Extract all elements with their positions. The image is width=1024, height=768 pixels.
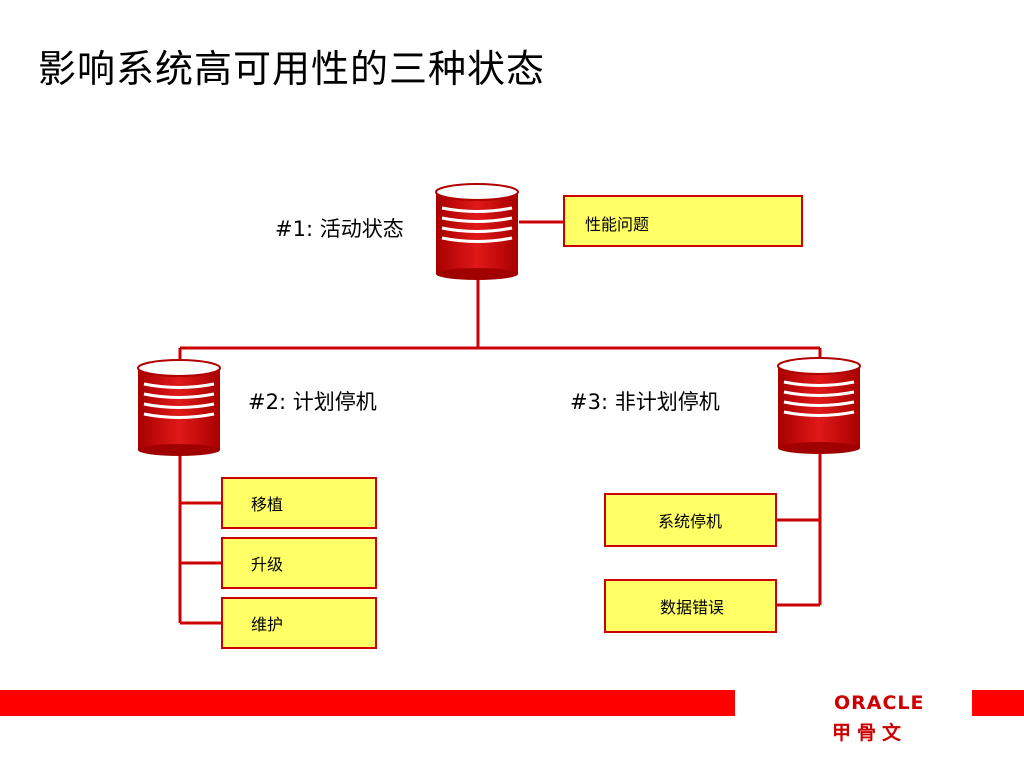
issue-box-system-down: 系统停机 (604, 493, 777, 547)
database-icon (777, 357, 861, 454)
state-label-active: #1: 活动状态 (275, 217, 404, 241)
issue-label-upgrade: 升级 (251, 555, 284, 574)
issue-box-upgrade: 升级 (221, 537, 377, 589)
issue-box-data-error: 数据错误 (604, 579, 777, 633)
database-icon (435, 183, 519, 280)
oracle-logo: ORACLE (834, 692, 925, 714)
issue-label-data-error: 数据错误 (660, 598, 725, 617)
issue-box-maintenance: 维护 (221, 597, 377, 649)
issue-box-performance: 性能问题 (563, 195, 803, 247)
footer-logo-area (735, 690, 972, 716)
state-label-unplanned: #3: 非计划停机 (570, 390, 720, 414)
state-label-planned: #2: 计划停机 (248, 390, 377, 414)
issue-label-system-down: 系统停机 (658, 512, 723, 531)
oracle-logo-cn: 甲骨文 (832, 722, 908, 744)
database-icon (137, 359, 221, 456)
connector-lines (178, 220, 822, 625)
issue-box-migration: 移植 (221, 477, 377, 529)
page-title: 影响系统高可用性的三种状态 (38, 47, 546, 91)
issue-label-maintenance: 维护 (251, 615, 284, 634)
issue-label-migration: 移植 (251, 495, 284, 514)
issue-label-performance: 性能问题 (585, 215, 650, 234)
